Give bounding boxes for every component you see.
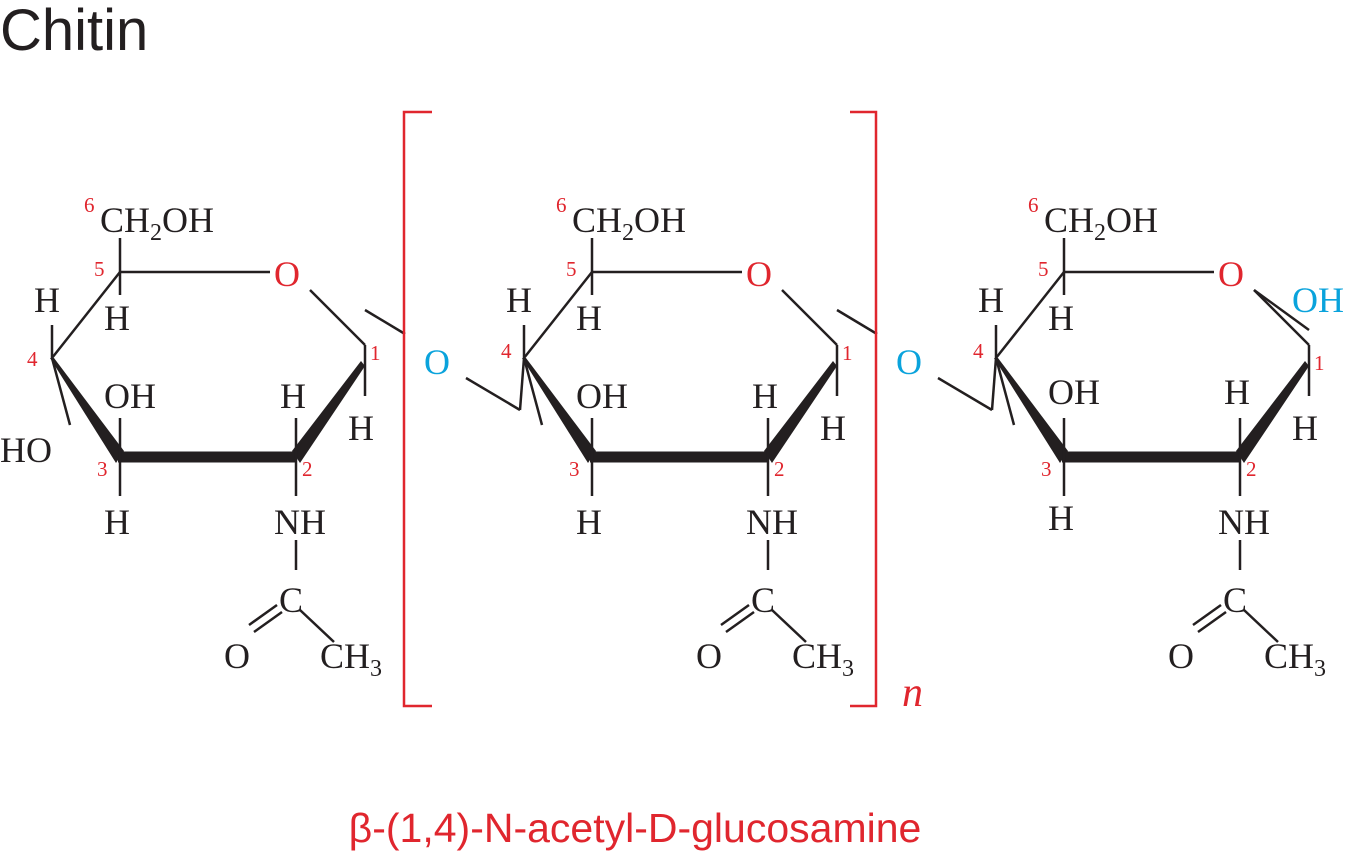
carbonyl-oxygen: O xyxy=(224,636,250,676)
terminal-oh-group: OH xyxy=(1292,280,1344,320)
unit-middle xyxy=(465,238,878,642)
h-atom: H xyxy=(820,408,846,448)
position-5: 5 xyxy=(94,257,105,281)
position-2: 2 xyxy=(774,457,785,481)
unit-right xyxy=(937,238,1309,642)
h-atom: H xyxy=(104,502,130,542)
position-5: 5 xyxy=(566,257,577,281)
nh-group: NH xyxy=(274,502,326,542)
position-6: 6 xyxy=(556,193,567,217)
h-atom: H xyxy=(576,502,602,542)
oh-group: OH xyxy=(104,376,156,416)
h-atom: H xyxy=(348,408,374,448)
h-atom: H xyxy=(280,376,306,416)
position-1: 1 xyxy=(842,341,853,365)
position-5: 5 xyxy=(1038,257,1049,281)
h-atom: H xyxy=(752,376,778,416)
position-1: 1 xyxy=(1314,351,1325,375)
h-atom: H xyxy=(1048,298,1074,338)
carbonyl-carbon: C xyxy=(279,580,303,620)
h-atom: H xyxy=(506,280,532,320)
unit-right-labels: 6 CH2OH 5 O OH H H 4 1 OH H H 3 2 H NH C… xyxy=(973,193,1344,682)
ch2oh-group: CH2OH xyxy=(572,200,686,246)
oh-group: OH xyxy=(576,376,628,416)
position-2: 2 xyxy=(302,457,313,481)
h-atom: H xyxy=(576,298,602,338)
ho-group: HO xyxy=(0,430,52,470)
nh-group: NH xyxy=(746,502,798,542)
position-4: 4 xyxy=(27,347,38,371)
structure-caption: β-(1,4)-N-acetyl-D-glucosamine xyxy=(349,805,922,851)
unit-left xyxy=(50,238,406,642)
position-3: 3 xyxy=(1041,457,1052,481)
carbonyl-oxygen: O xyxy=(1168,636,1194,676)
h-atom: H xyxy=(34,280,60,320)
position-3: 3 xyxy=(97,457,108,481)
h-atom: H xyxy=(104,298,130,338)
ch3-group: CH3 xyxy=(792,636,854,682)
repeat-bracket-right xyxy=(850,110,878,708)
h-atom: H xyxy=(1048,498,1074,538)
h-atom: H xyxy=(1224,372,1250,412)
position-6: 6 xyxy=(1028,193,1039,217)
ch3-group: CH3 xyxy=(320,636,382,682)
position-3: 3 xyxy=(569,457,580,481)
repeat-count-label: n xyxy=(902,670,923,716)
unit-left-labels: 6 CH2OH 5 O H H 4 1 OH H H HO 3 2 H NH C… xyxy=(0,193,382,682)
diagram-title: Chitin xyxy=(0,0,148,63)
ring-oxygen: O xyxy=(746,254,772,294)
nh-group: NH xyxy=(1218,502,1270,542)
h-atom: H xyxy=(1292,408,1318,448)
unit-middle-labels: 6 CH2OH 5 O H H 4 1 OH H H 3 2 H NH C O … xyxy=(501,193,854,682)
position-4: 4 xyxy=(501,339,512,363)
ch3-group: CH3 xyxy=(1264,636,1326,682)
repeat-bracket-left xyxy=(402,110,432,708)
ring-oxygen: O xyxy=(274,254,300,294)
carbonyl-carbon: C xyxy=(1223,580,1247,620)
position-1: 1 xyxy=(370,341,381,365)
ch2oh-group: CH2OH xyxy=(1044,200,1158,246)
position-2: 2 xyxy=(1246,457,1257,481)
oh-group: OH xyxy=(1048,372,1100,412)
position-4: 4 xyxy=(973,339,984,363)
carbonyl-oxygen: O xyxy=(696,636,722,676)
carbonyl-carbon: C xyxy=(751,580,775,620)
glycosidic-oxygen-2: O xyxy=(896,342,922,382)
ch2oh-group: CH2OH xyxy=(100,200,214,246)
ring-oxygen: O xyxy=(1218,254,1244,294)
glycosidic-oxygen-1: O xyxy=(424,342,450,382)
position-6: 6 xyxy=(84,193,95,217)
h-atom: H xyxy=(978,280,1004,320)
